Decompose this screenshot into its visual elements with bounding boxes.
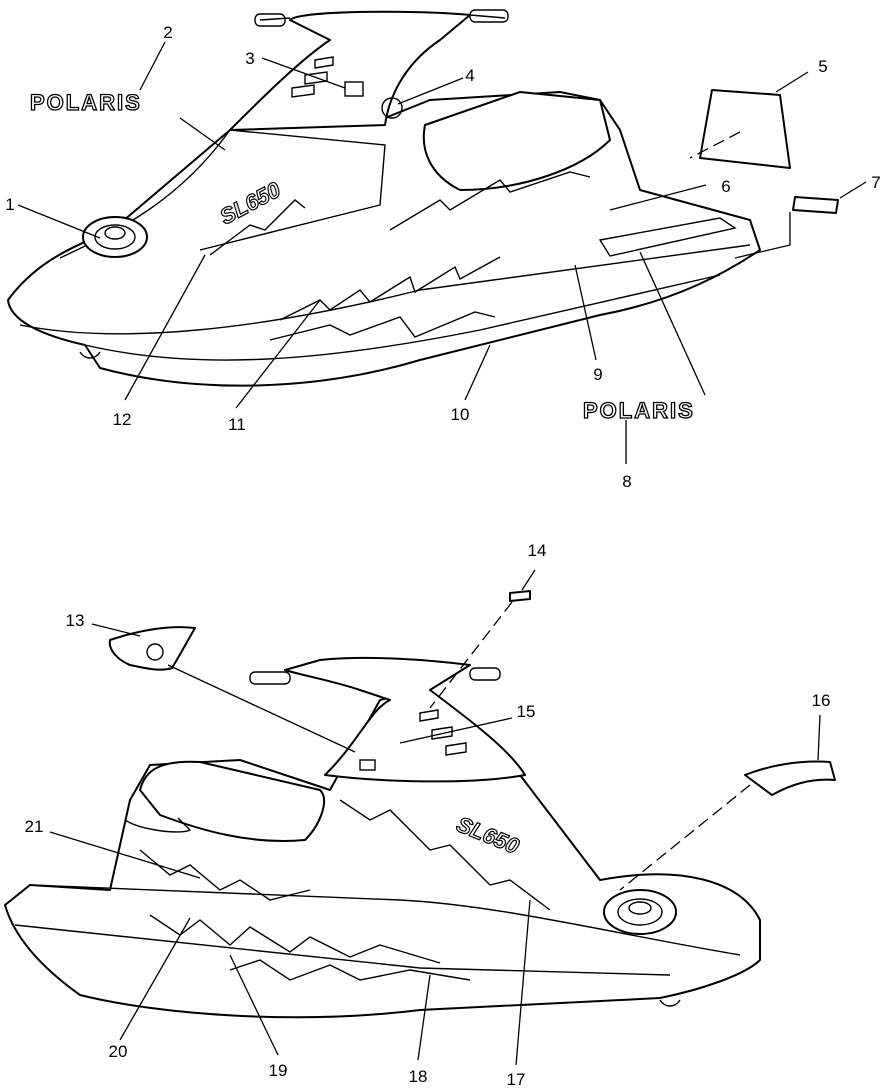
bottom-watercraft: SL650: [4, 656, 761, 1019]
decal-5-part: [699, 89, 791, 169]
polaris-logo-2: POLARIS: [30, 90, 142, 115]
top-fuel-cap: [82, 216, 148, 258]
decal-14-part: [509, 590, 531, 602]
callout-2: 2: [163, 23, 172, 42]
top-leader-lines: [17, 41, 867, 464]
callout-12: 12: [113, 410, 132, 429]
top-seat: [422, 91, 611, 191]
callout-10: 10: [451, 405, 470, 424]
decal-13-part: [108, 626, 196, 671]
callout-3: 3: [245, 49, 254, 68]
callout-9: 9: [593, 365, 602, 384]
callout-18: 18: [409, 1067, 428, 1086]
callout-15: 15: [517, 702, 536, 721]
callout-20: 20: [109, 1042, 128, 1061]
bottom-leader-lines: [49, 569, 821, 1066]
callout-14: 14: [528, 541, 547, 560]
callout-5: 5: [818, 57, 827, 76]
decal-16-part: [744, 760, 836, 796]
callout-21: 21: [25, 817, 44, 836]
top-watercraft: SL650: [7, 9, 761, 387]
callout-11: 11: [228, 415, 246, 434]
bottom-seat: [139, 760, 325, 842]
callout-16: 16: [812, 691, 831, 710]
decal-7-part: [792, 196, 839, 214]
callout-7: 7: [871, 173, 880, 192]
top-steering-pod: [229, 10, 471, 131]
bottom-steering-pod: [284, 656, 526, 783]
callout-6: 6: [721, 177, 730, 196]
callout-4: 4: [465, 66, 474, 85]
callout-17: 17: [507, 1070, 526, 1089]
callout-13: 13: [66, 611, 85, 630]
bottom-fuel-cap: [603, 889, 677, 935]
callout-19: 19: [269, 1061, 288, 1080]
callout-1: 1: [5, 195, 14, 214]
callout-8: 8: [622, 472, 631, 491]
polaris-logo-8: POLARIS: [583, 398, 695, 423]
